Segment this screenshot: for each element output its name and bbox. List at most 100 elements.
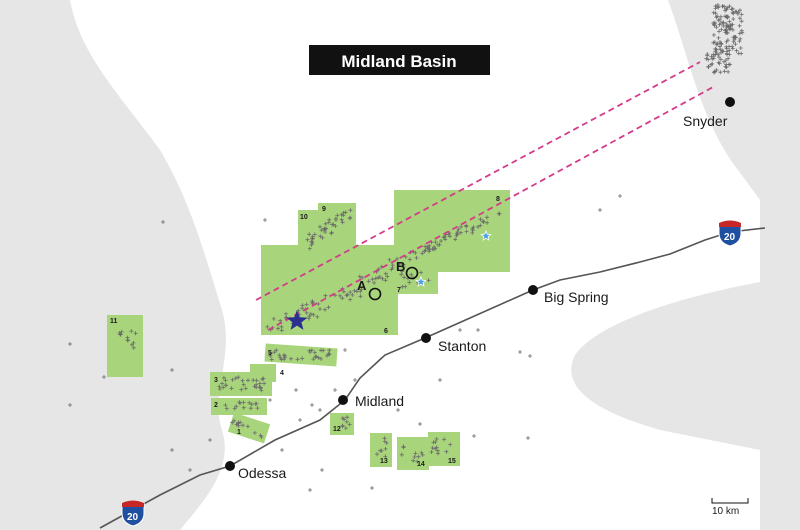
well-crosshair [325,353,330,358]
well-crosshair [737,39,742,44]
well-crosshair [430,446,435,450]
well-crosshair [419,270,423,275]
well-crosshair [433,440,438,444]
well-crosshair [397,262,402,266]
field-label: 8 [496,196,500,203]
field-6-area [261,213,398,335]
well-crosshair [224,406,229,411]
dashed-line-upper [255,61,701,301]
well-crosshair [736,51,741,56]
well-crosshair [308,488,312,492]
well-crosshair [414,255,419,260]
well-crosshair [728,62,732,67]
well-crosshair [318,408,322,412]
well-crosshair [724,30,729,35]
dashed-lines [255,61,716,331]
well-crosshair [238,420,243,425]
well-crosshair [378,448,383,453]
city-dot-stanton [421,333,431,343]
well-crosshair [333,218,338,222]
well-crosshair [326,351,331,356]
field-label: 3 [214,377,218,384]
well-crosshair [734,9,739,14]
well-crosshair [320,468,324,472]
well-crosshair [400,269,405,274]
well-crosshair [343,426,348,431]
well-crosshair [208,438,212,442]
well-crosshair [734,48,739,53]
well-crosshair [249,402,254,407]
well-crosshair [295,357,300,362]
field-label: 2 [214,402,218,409]
well-crosshair [710,61,715,66]
small-star-icon [480,229,492,241]
well-crosshair [717,61,722,66]
well-crosshair [348,290,353,295]
well-crosshair [272,350,277,355]
well-crosshair [377,275,382,279]
field-4-area [250,364,276,382]
well-crosshair [714,50,719,55]
well-crosshair [737,23,742,28]
well-crosshair [711,56,716,61]
field-11-area [107,315,143,377]
well-crosshair [323,230,328,234]
well-crosshair [713,6,718,11]
field-label: 15 [448,458,456,465]
marker-a-label: A [357,278,367,293]
well-crosshair [399,272,404,277]
well-crosshair [382,436,387,441]
well-crosshair [518,350,522,354]
field-2-area [211,398,267,415]
well-crosshair [119,329,124,334]
city-dot-midland [338,395,348,405]
well-crosshair [464,223,469,228]
well-crosshair [221,375,226,380]
well-crosshair [357,274,362,279]
well-crosshair [400,284,405,289]
well-crosshair [720,48,725,53]
well-crosshair [251,378,256,383]
field-label: 1 [237,429,241,436]
well-crosshair [318,234,323,239]
well-crosshair [383,278,388,283]
well-crosshair [738,8,742,13]
well-crosshair [395,256,400,261]
well-crosshair [717,44,722,49]
well-crosshair [277,353,282,358]
well-crosshair [282,355,287,360]
well-crosshair [472,434,476,438]
well-crosshair [308,312,313,316]
well-crosshair [300,356,305,361]
well-crosshair [528,354,532,358]
well-crosshair [309,239,314,244]
well-crosshair [223,378,228,383]
well-crosshair [333,293,337,298]
well-crosshair [312,350,317,355]
well-crosshair [360,275,365,280]
outside-right-strip [760,0,800,530]
well-crosshair [125,335,130,340]
well-crosshair [102,375,106,379]
well-crosshair [247,400,252,405]
cities: Snyder Big Spring Stanton Midland Odessa [225,97,735,481]
well-crosshair [217,384,222,389]
well-crosshair [131,345,136,350]
well-crosshair [234,404,239,409]
well-crosshair [712,70,716,75]
well-crosshair [259,435,264,439]
well-crosshair [170,448,174,452]
well-crosshair [722,4,727,9]
well-crosshair [344,419,349,424]
well-crosshair [396,408,400,412]
well-crosshair [310,299,315,304]
well-crosshair [716,35,721,40]
well-crosshair [722,69,727,74]
well-crosshair [305,237,310,242]
well-crosshair [402,275,407,280]
well-crosshair [453,237,458,242]
well-crosshair [170,368,174,372]
well-crosshair [716,18,721,23]
well-crosshair [248,406,253,411]
well-crosshair [728,26,733,31]
